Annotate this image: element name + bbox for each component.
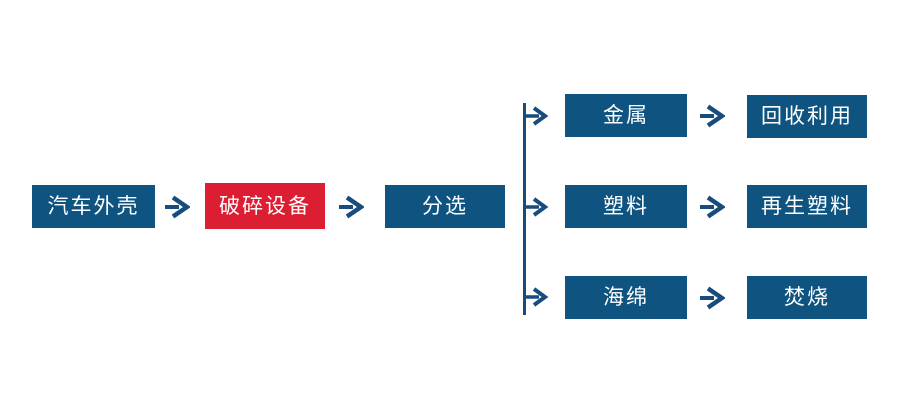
- node-car-shell-label: 汽车外壳: [47, 194, 140, 218]
- node-plastic-label: 塑料: [603, 194, 649, 218]
- arrow-right-icon: [165, 195, 190, 219]
- node-recycled-plastic: 再生塑料: [747, 185, 867, 228]
- node-plastic: 塑料: [565, 185, 687, 228]
- node-incineration: 焚烧: [747, 276, 867, 319]
- node-metal: 金属: [565, 94, 687, 137]
- node-recycling-label: 回收利用: [761, 104, 853, 128]
- node-crushing-equipment: 破碎设备: [205, 183, 325, 229]
- node-sponge: 海绵: [565, 276, 687, 319]
- node-recycled-plastic-label: 再生塑料: [761, 194, 853, 218]
- node-sorting: 分选: [385, 185, 505, 228]
- arrow-right-icon: [700, 195, 725, 219]
- node-sponge-label: 海绵: [603, 285, 649, 309]
- node-metal-label: 金属: [603, 103, 649, 127]
- arrow-right-icon: [700, 104, 725, 128]
- branch-connector: [523, 103, 549, 315]
- node-car-shell: 汽车外壳: [32, 185, 155, 228]
- node-recycling: 回收利用: [747, 95, 867, 138]
- arrow-right-icon: [700, 286, 725, 310]
- node-sorting-label: 分选: [422, 194, 468, 218]
- node-incineration-label: 焚烧: [784, 285, 830, 309]
- arrow-right-icon: [339, 195, 364, 219]
- node-crushing-equipment-label: 破碎设备: [219, 193, 311, 218]
